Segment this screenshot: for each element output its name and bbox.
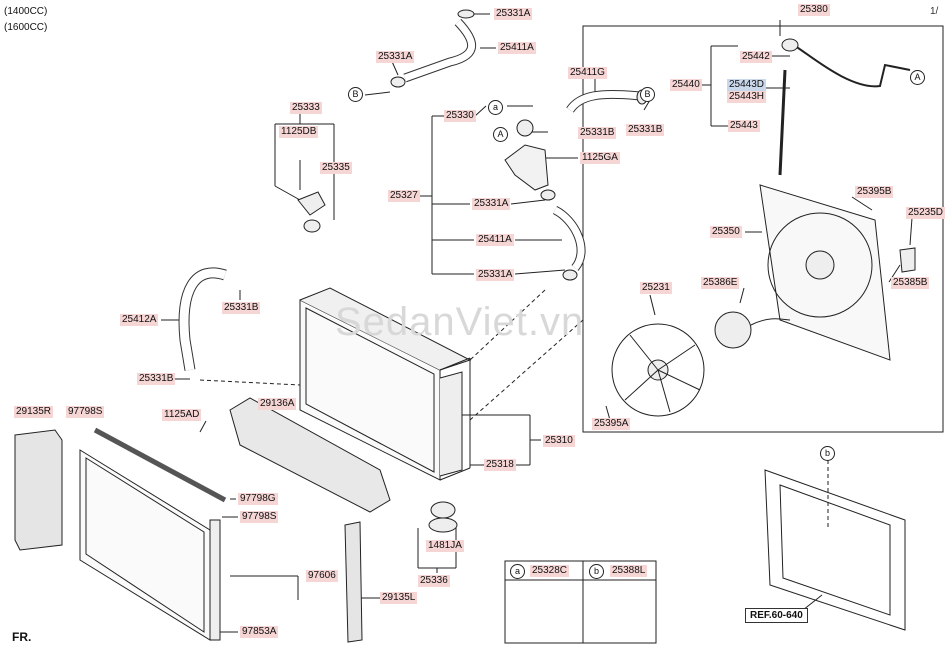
- part-25331B-mid[interactable]: 25331B: [578, 127, 617, 139]
- part-1125AD[interactable]: 1125AD: [162, 409, 202, 421]
- callout-a[interactable]: a: [488, 100, 503, 115]
- callout-A-right[interactable]: A: [910, 70, 925, 85]
- part-25385B[interactable]: 25385B: [891, 277, 930, 289]
- part-25331A-left[interactable]: 25331A: [376, 51, 415, 63]
- variant-1400cc: (1400CC): [4, 6, 48, 17]
- part-25330[interactable]: 25330: [444, 110, 476, 122]
- variant-1600cc: (1600CC): [4, 22, 48, 33]
- callout-B-right[interactable]: B: [640, 87, 655, 102]
- part-25331A-top[interactable]: 25331A: [494, 8, 533, 20]
- legend-box: [504, 560, 657, 644]
- part-97606[interactable]: 97606: [306, 570, 338, 582]
- ref-label[interactable]: REF.60-640: [745, 608, 808, 623]
- part-25442[interactable]: 25442: [740, 51, 772, 63]
- part-25231[interactable]: 25231: [640, 282, 672, 294]
- part-25440[interactable]: 25440: [670, 79, 702, 91]
- part-25336[interactable]: 25336: [418, 575, 450, 587]
- part-25335[interactable]: 25335: [320, 162, 352, 174]
- legend-b-part[interactable]: 25388L: [610, 565, 648, 577]
- callout-b[interactable]: b: [820, 446, 835, 461]
- part-1125GA[interactable]: 1125GA: [580, 152, 620, 164]
- part-25318[interactable]: 25318: [484, 459, 516, 471]
- part-1125DB[interactable]: 1125DB: [279, 126, 319, 138]
- legend-a-part[interactable]: 25328C: [530, 565, 570, 577]
- part-25350[interactable]: 25350: [710, 226, 742, 238]
- legend-b-marker: b: [589, 564, 604, 579]
- part-25386E[interactable]: 25386E: [701, 277, 740, 289]
- part-29135L[interactable]: 29135L: [380, 592, 418, 604]
- part-25331B-right[interactable]: 25331B: [626, 124, 665, 136]
- part-25411A-mid[interactable]: 25411A: [476, 234, 514, 246]
- part-25331A-mid[interactable]: 25331A: [472, 198, 511, 210]
- part-97798S-low[interactable]: 97798S: [240, 511, 279, 523]
- legend-a-marker: a: [510, 564, 525, 579]
- part-25333[interactable]: 25333: [290, 102, 322, 114]
- part-25235D[interactable]: 25235D: [906, 207, 946, 219]
- part-25331A-low[interactable]: 25331A: [476, 269, 515, 281]
- part-1481JA[interactable]: 1481JA: [426, 540, 464, 552]
- part-25411G[interactable]: 25411G: [568, 67, 607, 79]
- part-25380[interactable]: 25380: [798, 4, 830, 16]
- part-25395B[interactable]: 25395B: [855, 186, 894, 198]
- part-97798G[interactable]: 97798G: [238, 493, 278, 505]
- page-number: 1/: [930, 6, 939, 17]
- callout-A-left[interactable]: A: [493, 127, 508, 142]
- part-25327[interactable]: 25327: [388, 190, 420, 202]
- part-25411A-top[interactable]: 25411A: [498, 42, 536, 54]
- part-97853A[interactable]: 97853A: [240, 626, 279, 638]
- callout-B-left[interactable]: B: [348, 87, 363, 102]
- part-25443D[interactable]: 25443D: [727, 79, 767, 91]
- part-25395A[interactable]: 25395A: [592, 418, 631, 430]
- part-25331B-left[interactable]: 25331B: [222, 302, 261, 314]
- part-25310[interactable]: 25310: [543, 435, 575, 447]
- part-29135R[interactable]: 29135R: [14, 406, 54, 418]
- part-25443[interactable]: 25443: [728, 120, 760, 132]
- watermark: SedanViet.vn: [335, 300, 585, 344]
- part-25412A[interactable]: 25412A: [120, 314, 159, 326]
- part-29136A[interactable]: 29136A: [258, 398, 297, 410]
- front-direction-label: FR.: [12, 630, 32, 644]
- part-97798S-top[interactable]: 97798S: [66, 406, 105, 418]
- part-25443H[interactable]: 25443H: [727, 91, 767, 103]
- part-25331B-low[interactable]: 25331B: [137, 373, 176, 385]
